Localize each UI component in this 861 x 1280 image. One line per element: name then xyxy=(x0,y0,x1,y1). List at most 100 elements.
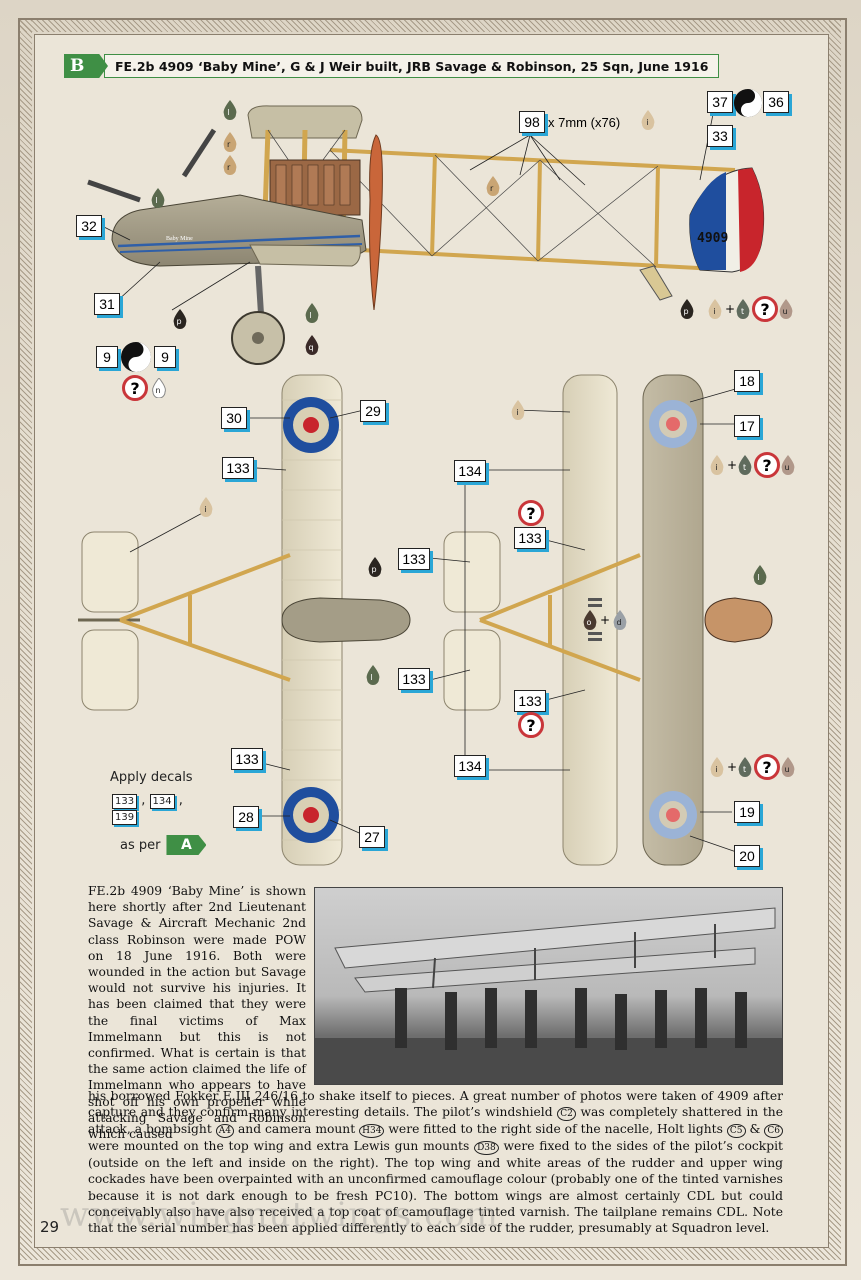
side-lewis-gun-front xyxy=(87,179,141,203)
callout-133: 133 xyxy=(222,457,254,479)
aircraft-profiles: Baby Mine 4909 xyxy=(78,103,773,866)
svg-text:i: i xyxy=(714,307,716,316)
svg-text:p: p xyxy=(684,307,689,316)
part-ref-a4: A4 xyxy=(215,1124,234,1139)
side-profile: Baby Mine 4909 xyxy=(87,105,765,365)
callout-133: 133 xyxy=(514,527,546,549)
side-lower-wing xyxy=(249,244,361,267)
decal-ref: 133 xyxy=(112,794,138,809)
scheme-badge: B xyxy=(64,54,108,78)
side-tailskid xyxy=(639,265,673,301)
paint-drop-p: p xyxy=(173,309,187,329)
paint-drop-t: t xyxy=(738,757,752,777)
upper-nacelle xyxy=(281,597,411,643)
callout-98-note: x 7mm (x76) xyxy=(548,115,621,130)
frame-hatch-left xyxy=(20,20,32,1260)
frame-hatch-right xyxy=(829,20,841,1260)
apply-decals-label: Apply decals xyxy=(110,770,193,785)
apply-decals-list: 133 , 134 , 139 xyxy=(112,793,210,825)
paint-drop-q: q xyxy=(305,335,319,355)
side-boom-strut xyxy=(654,165,660,268)
frame-hatch-top xyxy=(20,20,841,32)
paint-drop-i: i xyxy=(199,497,213,517)
nose-name: Baby Mine xyxy=(166,236,193,242)
svg-text:p: p xyxy=(372,565,377,574)
paint-drop-u: u xyxy=(781,757,795,777)
paint-drop-r: r xyxy=(486,176,500,196)
lower-top-wing-underside xyxy=(642,374,704,866)
svg-text:p: p xyxy=(177,317,182,326)
callout-134: 134 xyxy=(454,460,486,482)
callout-31: 31 xyxy=(94,293,120,315)
callout-30: 30 xyxy=(221,407,247,429)
paint-drop-p: p xyxy=(368,557,382,577)
svg-text:t: t xyxy=(743,463,746,472)
leader-lines xyxy=(99,103,761,857)
svg-text:n: n xyxy=(156,386,161,395)
lower-nacelle xyxy=(704,597,773,643)
side-propeller xyxy=(369,134,383,311)
side-lower-boom xyxy=(359,248,736,272)
svg-text:i: i xyxy=(517,408,519,417)
svg-text:l: l xyxy=(310,311,312,320)
yin-yang-decal-icon xyxy=(733,88,763,118)
scheme-a-badge[interactable]: A xyxy=(166,835,207,855)
outer-frame xyxy=(18,18,847,1266)
paint-drop-d: d xyxy=(613,610,627,630)
upper-booms xyxy=(119,553,291,682)
upper-tailplane-a xyxy=(81,531,139,613)
callout-18: 18 xyxy=(734,370,760,392)
side-nacelle-stripe xyxy=(117,234,361,248)
paint-drop-t: t xyxy=(736,299,750,319)
paint-drop-l: l xyxy=(305,303,319,323)
callout-133: 133 xyxy=(398,548,430,570)
plus-sign: + xyxy=(725,302,736,316)
paint-drop-l: l xyxy=(223,100,237,120)
photo-illustration xyxy=(315,907,782,1084)
callout-98: 98 xyxy=(519,111,545,133)
svg-text:o: o xyxy=(587,618,592,627)
svg-text:i: i xyxy=(716,765,718,774)
unknown-colour-icon: ? xyxy=(518,712,544,738)
page-number: 29 xyxy=(40,1218,60,1236)
callout-33: 33 xyxy=(707,125,733,147)
paint-drop-l: l xyxy=(366,665,380,685)
svg-text:u: u xyxy=(785,463,790,472)
paint-drop-o: o xyxy=(583,610,597,630)
callout-28: 28 xyxy=(233,806,259,828)
unknown-colour-icon: ? xyxy=(122,375,148,401)
svg-text:t: t xyxy=(741,307,744,316)
description-intro: FE.2b 4909 ‘Baby Mine’ is shown here sho… xyxy=(88,884,306,1142)
decal-ref: 134 xyxy=(149,794,175,809)
part-ref-c2: C2 xyxy=(557,1107,576,1122)
frame-hatch-bottom xyxy=(20,1248,841,1260)
side-lewis-gun-rear xyxy=(181,128,217,178)
callout-37: 37 xyxy=(707,91,733,113)
scheme-header: B FE.2b 4909 ‘Baby Mine’, G & J Weir bui… xyxy=(64,54,720,78)
paint-drop-u: u xyxy=(781,455,795,475)
paint-drop-i: i xyxy=(641,110,655,130)
apply-decals-note: Apply decals 133 , 134 , 139 as per A xyxy=(110,770,210,855)
paint-drop-n: n xyxy=(152,378,166,398)
svg-text:u: u xyxy=(785,765,790,774)
paint-drop-r: r xyxy=(223,155,237,175)
upper-tailplane-b xyxy=(81,629,139,711)
unknown-colour-icon: ? xyxy=(518,500,544,526)
callout-29: 29 xyxy=(360,400,386,422)
svg-text:l: l xyxy=(371,673,373,682)
decal-ref: 139 xyxy=(112,810,138,825)
plus-sign: + xyxy=(727,458,738,472)
part-ref-h34: H34 xyxy=(359,1124,385,1139)
callout-9-right: 9 xyxy=(154,346,176,368)
scheme-title: FE.2b 4909 ‘Baby Mine’, G & J Weir built… xyxy=(104,54,720,78)
callout-133: 133 xyxy=(514,690,546,712)
svg-text:i: i xyxy=(716,463,718,472)
svg-text:l: l xyxy=(758,573,760,582)
paint-drop-l: l xyxy=(753,565,767,585)
paint-drop-i: i xyxy=(710,455,724,475)
callout-27: 27 xyxy=(359,826,385,848)
unknown-colour-icon: ? xyxy=(752,296,778,322)
svg-text:i: i xyxy=(205,505,207,514)
side-boom-strut xyxy=(536,159,542,262)
side-engine-cylinders xyxy=(275,164,351,206)
